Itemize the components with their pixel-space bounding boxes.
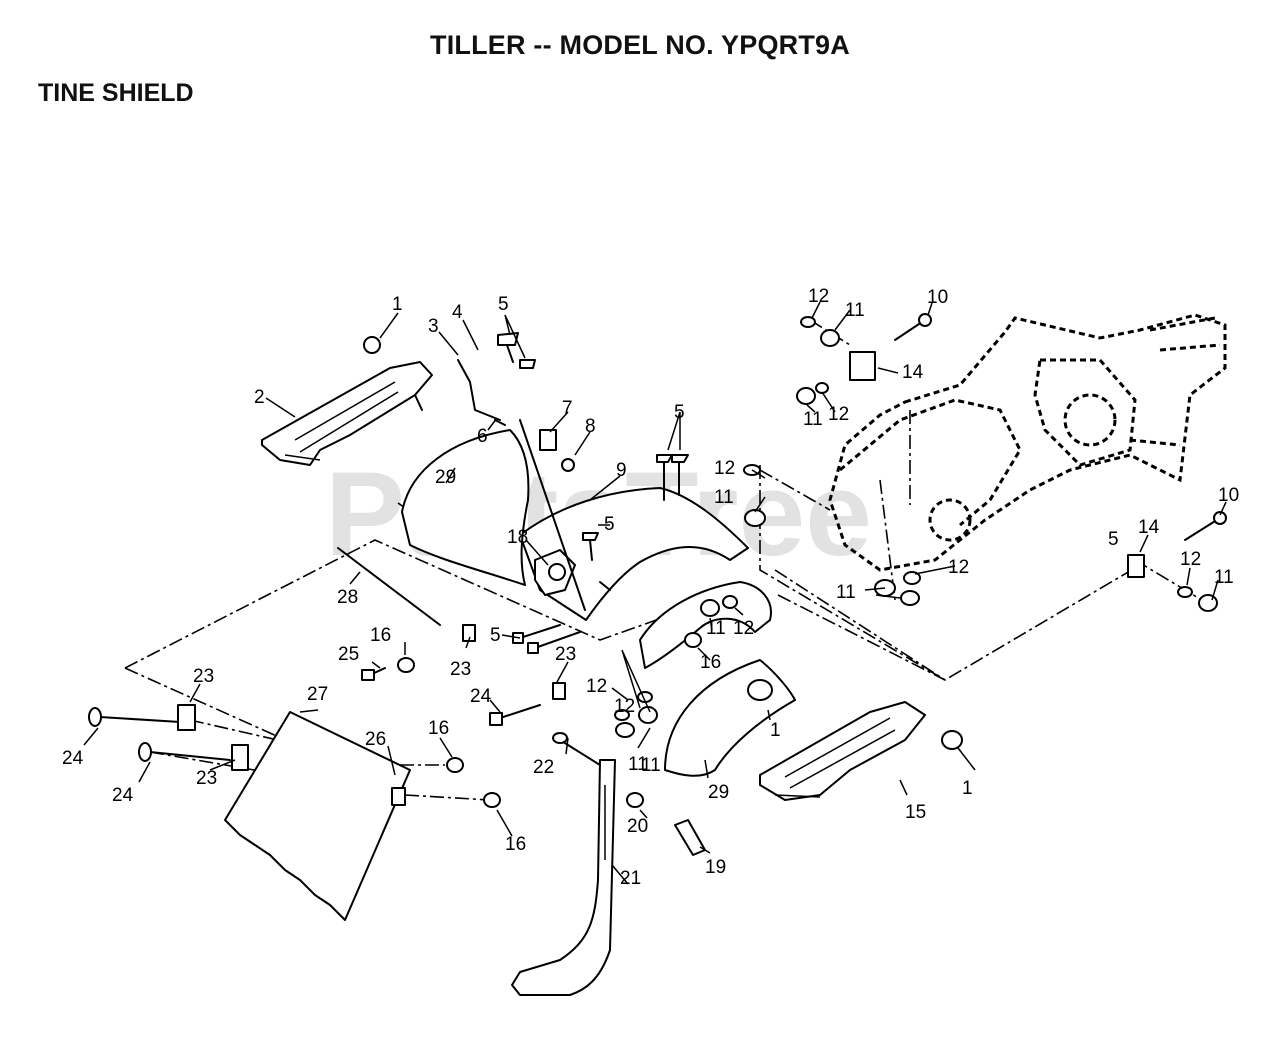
shield-cover-right (759, 701, 926, 801)
callout-16: 16 (428, 718, 449, 739)
callout-22: 22 (533, 757, 554, 778)
callout-23: 23 (193, 666, 214, 687)
shield-flap-left (401, 429, 530, 586)
callout-24: 24 (62, 748, 84, 769)
callout-3: 3 (428, 316, 439, 337)
callout-16: 16 (700, 652, 721, 673)
callout-27: 27 (307, 684, 328, 705)
callout-2: 2 (254, 387, 265, 408)
callout-12: 12 (714, 458, 735, 479)
leader-lines (83, 301, 1227, 885)
callout-26: 26 (365, 729, 386, 750)
callout-8: 8 (585, 416, 596, 437)
callout-1: 1 (392, 294, 403, 315)
callout-11: 11 (836, 582, 856, 603)
tiller-frame-outline (828, 313, 1227, 572)
control-rod (457, 359, 586, 611)
callout-12: 12 (828, 404, 849, 425)
callout-29: 29 (708, 782, 729, 803)
callout-25: 25 (338, 644, 359, 665)
callout-5: 5 (604, 514, 615, 535)
callout-29: 29 (435, 467, 456, 488)
callout-24: 24 (470, 686, 492, 707)
drag-shield-flap (224, 711, 411, 921)
callout-28: 28 (337, 587, 358, 608)
callout-19: 19 (705, 857, 726, 878)
callout-labels: 1 2 3 4 5 5 6 7 8 9 29 18 5 28 5 23 23 1… (62, 286, 1239, 889)
callout-14: 14 (902, 362, 924, 383)
callout-5: 5 (490, 625, 501, 646)
callout-11: 11 (706, 618, 726, 639)
callout-12: 12 (1180, 549, 1201, 570)
callout-11: 11 (628, 754, 648, 775)
callout-1: 1 (962, 778, 973, 799)
callout-21: 21 (620, 868, 641, 889)
callout-6: 6 (477, 426, 488, 447)
callout-1: 1 (770, 720, 781, 741)
callout-11: 11 (803, 409, 823, 430)
callout-14: 14 (1138, 517, 1160, 538)
callout-23: 23 (450, 659, 471, 680)
callout-24: 24 (112, 785, 134, 806)
callout-11: 11 (1214, 567, 1234, 588)
page-title: TILLER -- MODEL NO. YPQRT9A (430, 30, 850, 60)
callout-7: 7 (562, 398, 573, 419)
callout-16: 16 (370, 625, 391, 646)
callout-9: 9 (616, 460, 627, 481)
depth-bar (511, 759, 616, 996)
callout-11: 11 (641, 755, 661, 776)
callout-23: 23 (555, 644, 576, 665)
callout-12: 12 (948, 557, 969, 578)
callout-18: 18 (507, 527, 528, 548)
callout-12: 12 (733, 618, 754, 639)
callout-10: 10 (1218, 485, 1239, 506)
callout-5: 5 (498, 294, 509, 315)
callout-10: 10 (927, 287, 948, 308)
callout-12: 12 (808, 286, 829, 307)
shield-flap-right (664, 659, 796, 777)
section-title: TINE SHIELD (38, 79, 194, 107)
callout-15: 15 (905, 802, 926, 823)
callout-5: 5 (674, 402, 685, 423)
callout-12: 12 (586, 676, 607, 697)
callout-11: 11 (714, 487, 734, 508)
hardware (88, 313, 1227, 856)
callout-5: 5 (1108, 529, 1119, 550)
callout-4: 4 (452, 302, 463, 323)
pivot-bracket (534, 549, 576, 596)
callout-12: 12 (614, 696, 635, 717)
callout-20: 20 (627, 816, 648, 837)
callout-11: 11 (845, 300, 865, 321)
callout-16: 16 (505, 834, 526, 855)
shield-cover-left (261, 361, 433, 466)
callout-23: 23 (196, 768, 217, 789)
